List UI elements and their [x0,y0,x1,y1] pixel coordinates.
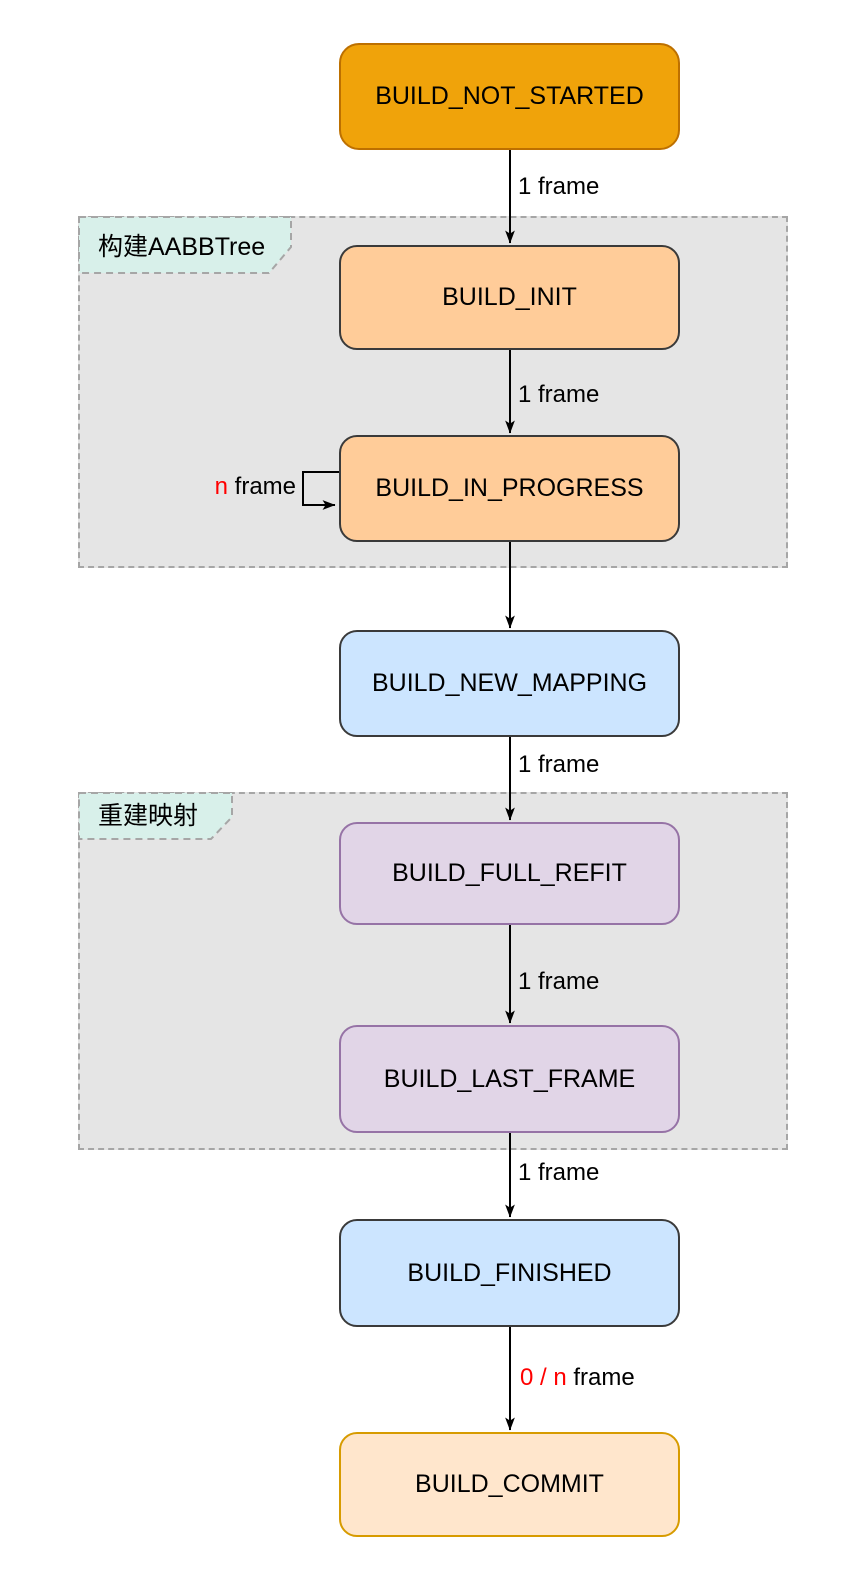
edge-label-init-to-in-progress: 1 frame [518,381,600,408]
edge-in-progress-self-loop [302,471,339,510]
node-build-new-mapping: BUILD_NEW_MAPPING [339,630,680,737]
edge-label-in-progress-self-loop: n frame [215,473,296,501]
edge-label-last-frame-to-finished: 1 frame [518,1159,600,1186]
node-label: BUILD_NOT_STARTED [375,82,644,110]
edge-label-new-mapping-to-full-refit: 1 frame [518,751,600,778]
group-badge-shape [78,216,292,274]
group-badge-shape [78,792,233,840]
node-label: BUILD_FINISHED [407,1258,612,1287]
node-label: BUILD_NEW_MAPPING [371,669,648,697]
node-build-last-frame: BUILD_LAST_FRAME [339,1025,680,1133]
node-label: BUILD_COMMIT [415,1470,604,1498]
node-label: BUILD_LAST_FRAME [383,1064,636,1093]
edge-label-finished-to-commit: 0 / n frame [520,1364,635,1392]
edge-label-rest-part: frame [227,473,296,500]
node-build-in-progress: BUILD_IN_PROGRESS [339,435,680,542]
edge-label-not-started-to-init: 1 frame [518,173,600,200]
node-build-commit: BUILD_COMMIT [339,1432,680,1537]
node-label: BUILD_FULL_REFIT [392,859,627,887]
group-label-build-aabbtree: 构建AABBTree [98,233,266,261]
node-label: BUILD_INIT [442,283,577,311]
node-label: BUILD_IN_PROGRESS [375,474,644,502]
node-build-init: BUILD_INIT [339,245,680,350]
group-label-badge-build-aabbtree: 构建AABBTree [78,216,292,274]
edge-label-red-part: n [214,473,228,500]
edge-label-red-part: 0 / n [520,1364,567,1391]
node-build-full-refit: BUILD_FULL_REFIT [339,822,680,925]
edge-label-rest-part: frame [566,1364,635,1391]
node-build-finished: BUILD_FINISHED [339,1219,680,1327]
node-build-not-started: BUILD_NOT_STARTED [339,43,680,150]
group-label-badge-rebuild-mapping: 重建映射 [78,792,233,840]
group-label-rebuild-mapping: 重建映射 [98,802,199,830]
edge-label-full-refit-to-last-frame: 1 frame [518,968,600,995]
